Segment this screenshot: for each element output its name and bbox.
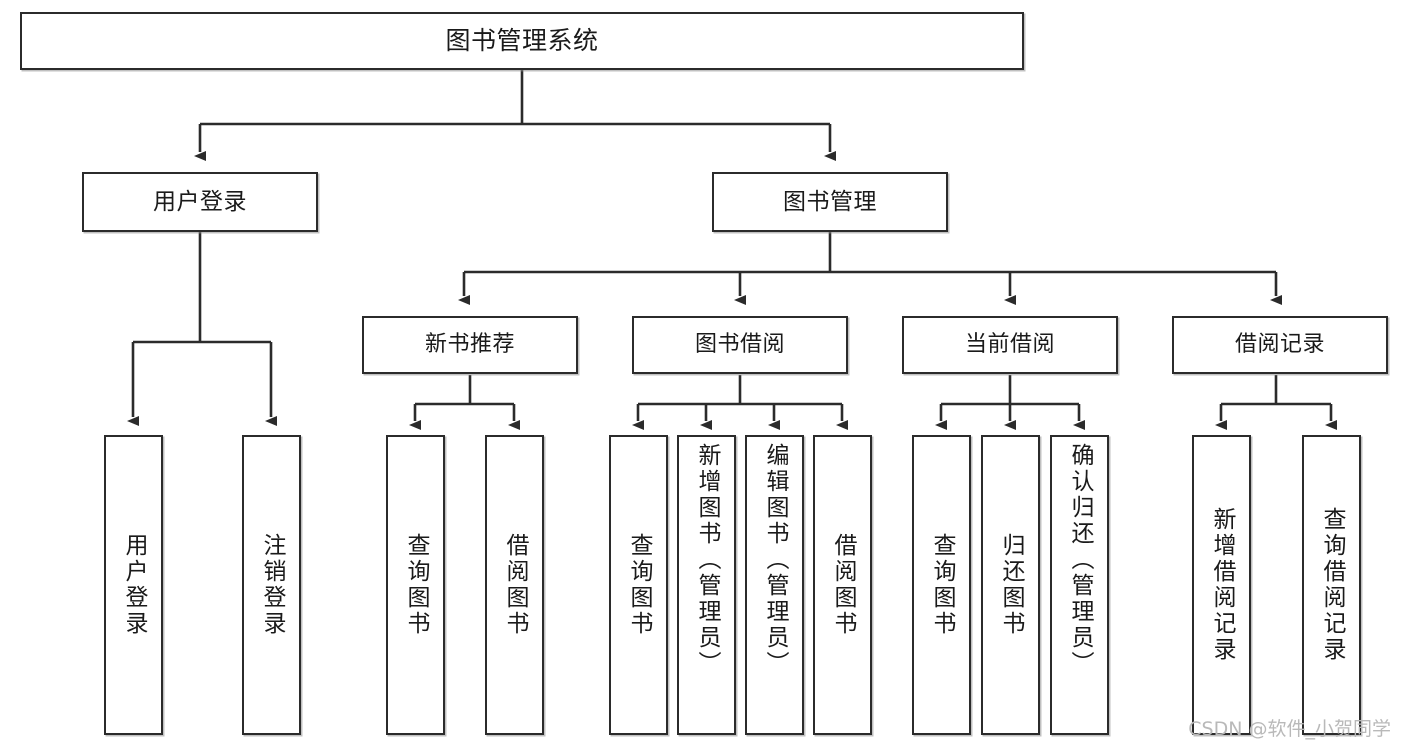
node-leaf-query-book-2[interactable]: 查询图书	[609, 435, 668, 735]
node-new-book-recommend-label: 新书推荐	[424, 332, 515, 358]
node-leaf-query-book-1[interactable]: 查询图书	[386, 435, 445, 735]
node-leaf-user-logout-label: 注销登录	[259, 533, 285, 637]
node-leaf-borrow-book-1-label: 借阅图书	[502, 533, 528, 637]
node-leaf-user-login-label: 用户登录	[121, 533, 147, 637]
node-root[interactable]: 图书管理系统	[20, 12, 1024, 70]
node-leaf-query-record-label: 查询借阅记录	[1319, 507, 1345, 663]
node-user-login[interactable]: 用户登录	[82, 172, 318, 232]
node-book-manage-label: 图书管理	[783, 188, 877, 215]
node-leaf-query-record[interactable]: 查询借阅记录	[1302, 435, 1361, 735]
node-leaf-add-record-label: 新增借阅记录	[1209, 507, 1235, 663]
node-leaf-query-book-1-label: 查询图书	[403, 533, 429, 637]
node-current-borrow[interactable]: 当前借阅	[902, 316, 1118, 374]
node-book-manage[interactable]: 图书管理	[712, 172, 948, 232]
node-leaf-borrow-book-2[interactable]: 借阅图书	[813, 435, 872, 735]
node-root-label: 图书管理系统	[445, 25, 599, 55]
node-leaf-user-logout[interactable]: 注销登录	[242, 435, 301, 735]
node-borrow-record-label: 借阅记录	[1234, 332, 1325, 358]
node-leaf-user-login[interactable]: 用户登录	[104, 435, 163, 735]
node-leaf-confirm-return-label: 确认归还（管理员）	[1067, 443, 1093, 677]
node-leaf-add-book-label: 新增图书（管理员）	[694, 443, 720, 677]
node-leaf-edit-book-label: 编辑图书（管理员）	[762, 443, 788, 677]
node-leaf-edit-book[interactable]: 编辑图书（管理员）	[745, 435, 804, 735]
node-leaf-add-record[interactable]: 新增借阅记录	[1192, 435, 1251, 735]
node-leaf-query-book-3[interactable]: 查询图书	[912, 435, 971, 735]
node-new-book-recommend[interactable]: 新书推荐	[362, 316, 578, 374]
node-book-borrow-label: 图书借阅	[694, 332, 785, 358]
node-leaf-borrow-book-1[interactable]: 借阅图书	[485, 435, 544, 735]
node-user-login-label: 用户登录	[153, 188, 247, 215]
node-leaf-query-book-2-label: 查询图书	[626, 533, 652, 637]
node-leaf-confirm-return[interactable]: 确认归还（管理员）	[1050, 435, 1109, 735]
node-borrow-record[interactable]: 借阅记录	[1172, 316, 1388, 374]
node-leaf-return-book-label: 归还图书	[998, 533, 1024, 637]
node-leaf-query-book-3-label: 查询图书	[929, 533, 955, 637]
node-leaf-add-book[interactable]: 新增图书（管理员）	[677, 435, 736, 735]
node-leaf-borrow-book-2-label: 借阅图书	[830, 533, 856, 637]
node-current-borrow-label: 当前借阅	[964, 332, 1055, 358]
node-book-borrow[interactable]: 图书借阅	[632, 316, 848, 374]
node-leaf-return-book[interactable]: 归还图书	[981, 435, 1040, 735]
